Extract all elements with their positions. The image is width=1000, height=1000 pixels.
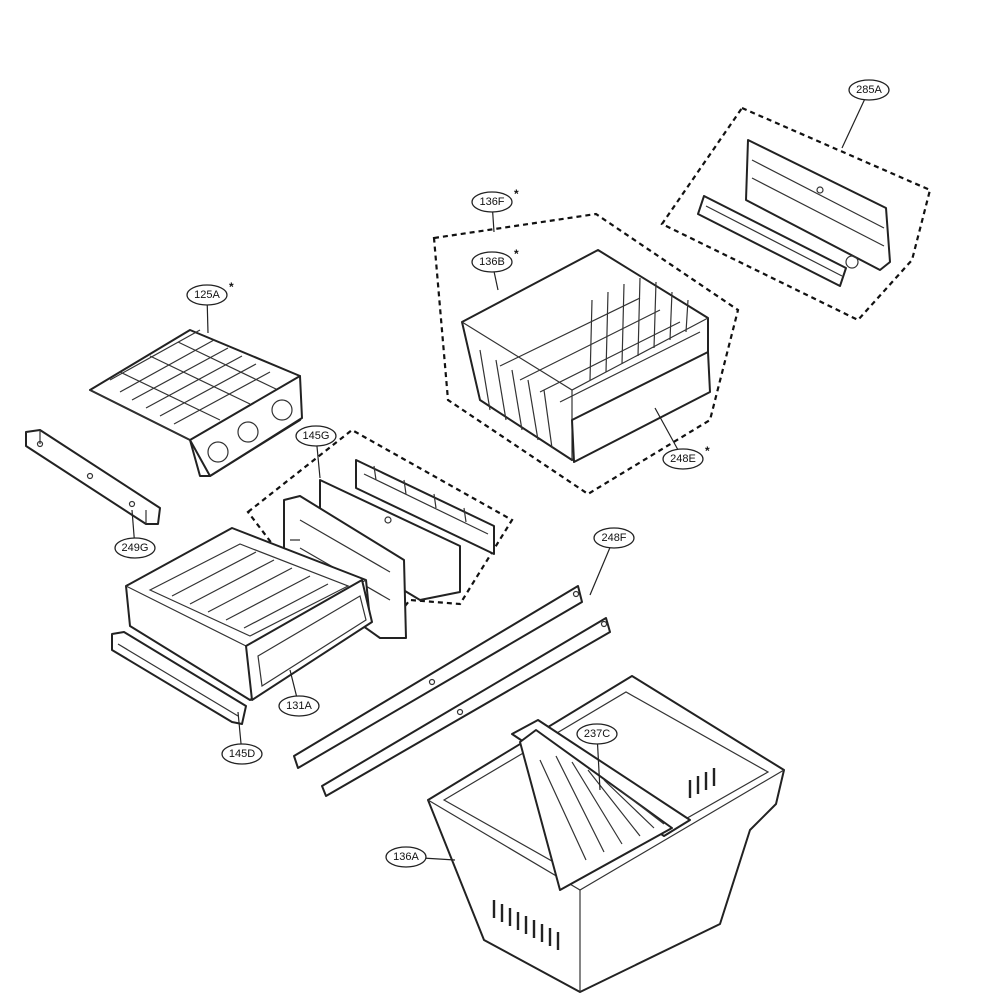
callout-asterisk: * — [514, 247, 519, 261]
callout-label-text: 136F — [479, 196, 504, 208]
part-248E-basket-trim — [571, 351, 711, 463]
callout-bubble — [186, 284, 228, 306]
callout-bubble — [221, 743, 263, 765]
callout-asterisk: * — [229, 280, 234, 294]
callout-labels: 285A 136F * 136B * 125A * 145G 248E * 249G 248F 131A… — [114, 79, 890, 868]
callout-125A: 125A * — [186, 280, 234, 334]
callout-136A: 136A — [385, 846, 456, 868]
callout-label-text: 125A — [194, 289, 220, 301]
part-237C-divider — [511, 719, 691, 891]
callout-label-text: 248F — [601, 532, 626, 544]
callout-asterisk: * — [705, 444, 710, 458]
part-249G-bar — [25, 429, 161, 525]
callout-237C: 237C — [576, 723, 618, 791]
callout-bubble — [593, 527, 635, 549]
part-136F-wire-basket-assembly — [432, 212, 740, 496]
callout-bubble — [278, 695, 320, 717]
callout-bubble — [471, 251, 513, 273]
callout-bubble — [471, 191, 513, 213]
callout-bubble — [295, 425, 337, 447]
callout-bubble — [848, 79, 890, 101]
part-248F-bars — [293, 585, 611, 797]
callout-145G: 145G — [295, 425, 337, 479]
callout-248E: 248E * — [654, 407, 710, 470]
part-145D-rail — [111, 631, 247, 725]
callout-249G: 249G — [114, 509, 156, 559]
callout-label-text: 131A — [286, 700, 312, 712]
part-131A-drawer — [125, 527, 373, 701]
callout-bubble — [662, 448, 704, 470]
part-136A-bin — [427, 675, 785, 993]
callout-label-text: 145G — [303, 430, 330, 442]
part-285A-rail-assembly — [660, 106, 932, 322]
callout-136F: 136F * — [471, 187, 519, 233]
part-125A-ice-tray-assembly — [89, 329, 303, 477]
callout-label-text: 145D — [229, 748, 255, 760]
callout-label-text: 249G — [122, 542, 149, 554]
callout-136B: 136B * — [471, 247, 519, 291]
callout-bubble — [576, 723, 618, 745]
callout-label-text: 136B — [479, 256, 505, 268]
callout-label-text: 248E — [670, 453, 696, 465]
callout-label-text: 237C — [584, 728, 610, 740]
callout-bubble — [385, 846, 427, 868]
callout-131A: 131A — [278, 669, 320, 717]
callout-label-text: 285A — [856, 84, 882, 96]
callout-label-text: 136A — [393, 851, 419, 863]
part-145G-slide-rail-assembly — [246, 428, 514, 639]
callout-285A: 285A — [841, 79, 890, 149]
callout-248F: 248F — [589, 527, 635, 596]
callout-asterisk: * — [514, 187, 519, 201]
callout-145D: 145D — [221, 711, 263, 765]
callout-bubble — [114, 537, 156, 559]
